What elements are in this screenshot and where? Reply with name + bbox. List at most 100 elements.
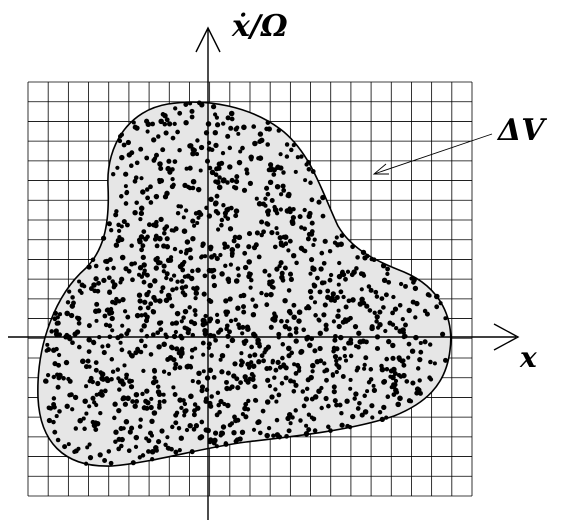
- sample-point: [69, 392, 74, 398]
- sample-point: [173, 361, 179, 367]
- sample-point: [109, 357, 115, 362]
- sample-point: [207, 367, 214, 374]
- sample-point: [128, 384, 135, 390]
- sample-point: [240, 331, 245, 336]
- sample-point: [370, 415, 375, 420]
- sample-point: [283, 375, 289, 381]
- sample-point: [184, 248, 190, 254]
- sample-point: [100, 344, 105, 349]
- sample-point: [215, 318, 221, 324]
- sample-point: [323, 322, 329, 328]
- sample-point: [362, 362, 367, 368]
- sample-point: [190, 236, 196, 242]
- sample-point: [94, 392, 99, 397]
- sample-point: [85, 445, 90, 450]
- sample-point: [248, 285, 253, 290]
- sample-point: [189, 355, 194, 360]
- sample-point: [198, 144, 205, 151]
- sample-point: [228, 125, 234, 131]
- sample-point: [201, 352, 206, 357]
- sample-point: [276, 128, 282, 133]
- sample-point: [176, 204, 181, 209]
- sample-point: [164, 236, 170, 242]
- sample-point: [177, 365, 183, 370]
- sample-point: [290, 220, 296, 226]
- sample-point: [144, 272, 150, 278]
- sample-point: [328, 428, 333, 433]
- sample-point: [179, 279, 185, 284]
- sample-point: [251, 427, 257, 432]
- sample-point: [160, 147, 166, 153]
- sample-point: [110, 369, 116, 374]
- sample-point: [325, 288, 331, 294]
- sample-point: [72, 331, 78, 337]
- sample-point: [110, 328, 115, 333]
- sample-point: [233, 317, 238, 322]
- sample-point: [284, 433, 289, 439]
- sample-point: [179, 335, 185, 341]
- sample-point: [291, 314, 297, 320]
- sample-point: [359, 287, 364, 292]
- sample-point: [227, 226, 234, 232]
- sample-point: [181, 398, 186, 403]
- sample-point: [163, 130, 169, 136]
- sample-point: [222, 241, 228, 247]
- sample-point: [397, 357, 403, 363]
- sample-point: [392, 306, 399, 312]
- sample-point: [221, 177, 227, 183]
- sample-point: [111, 172, 116, 177]
- sample-point: [357, 339, 363, 345]
- x-axis: [8, 323, 520, 351]
- sample-point: [144, 388, 150, 394]
- sample-point: [195, 220, 200, 226]
- sample-point: [309, 396, 315, 402]
- sample-point: [70, 340, 75, 346]
- sample-point: [432, 361, 437, 366]
- sample-point: [223, 214, 228, 219]
- sample-point: [99, 392, 105, 398]
- sample-point: [129, 261, 135, 267]
- sample-point: [301, 327, 306, 333]
- sample-point: [212, 201, 219, 207]
- sample-point: [51, 374, 56, 380]
- sample-point: [164, 271, 170, 277]
- sample-point: [309, 415, 314, 420]
- sample-point: [265, 142, 271, 147]
- sample-point: [347, 424, 353, 430]
- sample-point: [209, 169, 216, 176]
- sample-point: [250, 297, 255, 302]
- sample-point: [116, 376, 121, 381]
- sample-point: [169, 344, 174, 350]
- sample-point: [369, 325, 375, 332]
- sample-point: [232, 234, 238, 240]
- sample-point: [169, 228, 174, 233]
- sample-point: [391, 392, 397, 397]
- sample-point: [277, 235, 283, 241]
- sample-point: [246, 231, 253, 237]
- sample-point: [332, 353, 339, 360]
- sample-point: [377, 309, 383, 315]
- sample-point: [145, 129, 150, 134]
- sample-point: [213, 430, 219, 436]
- sample-point: [236, 131, 241, 136]
- sample-point: [259, 290, 264, 296]
- sample-point: [292, 362, 297, 367]
- sample-point: [126, 268, 132, 274]
- sample-point: [291, 302, 297, 308]
- sample-point: [93, 263, 99, 269]
- sample-point: [172, 121, 177, 127]
- sample-point: [132, 210, 138, 216]
- sample-point: [180, 267, 186, 273]
- sample-point: [381, 379, 387, 385]
- sample-point: [174, 310, 181, 317]
- sample-point: [117, 138, 123, 144]
- sample-point: [246, 398, 251, 404]
- sample-point: [93, 308, 99, 314]
- sample-point: [195, 186, 202, 193]
- sample-point: [270, 358, 276, 364]
- sample-point: [219, 369, 225, 375]
- sample-point: [132, 403, 138, 409]
- sample-point: [390, 310, 395, 316]
- sample-point: [304, 162, 309, 167]
- sample-point: [281, 188, 287, 193]
